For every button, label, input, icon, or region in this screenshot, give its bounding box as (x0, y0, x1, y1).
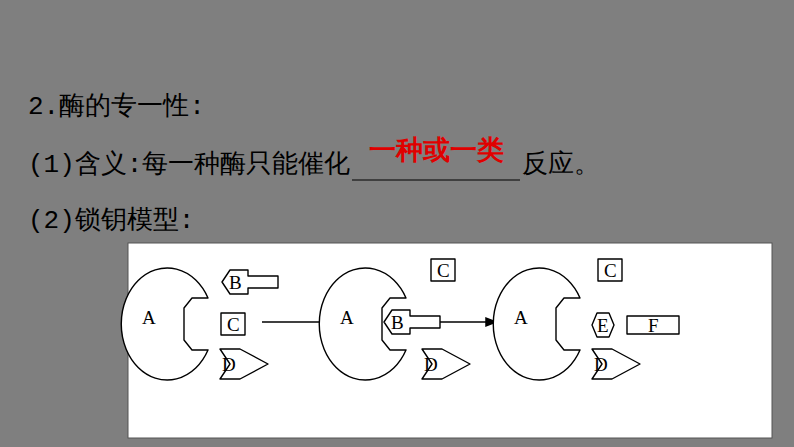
molecule-shape: D (420, 347, 472, 381)
shape-letter: D (594, 355, 608, 374)
shape-letter: E (597, 316, 609, 335)
shape-letter: D (424, 355, 438, 374)
enzyme-shape: A (128, 268, 220, 380)
section-heading: 2.酶的专一性: (28, 92, 205, 123)
answer-text: 一种或一类 (369, 134, 504, 166)
figure-panel (128, 243, 772, 438)
molecule-square: C (597, 258, 623, 282)
substrate-shape: B (382, 308, 442, 336)
shape-letter: C (227, 315, 240, 334)
shape-letter: C (437, 261, 450, 280)
shape-letter: B (391, 313, 404, 332)
enzyme-shape: AB (326, 268, 418, 380)
enzyme-shape-outline (500, 268, 592, 380)
shape-letter: C (604, 261, 617, 280)
product-rectangle: F (626, 315, 680, 335)
molecule-shape: D (590, 347, 642, 381)
enzyme-shape: A (500, 268, 592, 380)
definition-text: 反应。 (522, 150, 600, 181)
fill-in-blank (352, 179, 520, 180)
substrate-shape: B (220, 268, 280, 296)
molecule-square: C (430, 258, 456, 282)
shape-letter: A (340, 308, 354, 327)
shape-letter: A (514, 308, 528, 327)
model-heading: (2)锁钥模型: (28, 206, 194, 237)
shape-letter: D (222, 355, 236, 374)
molecule-shape: D (218, 347, 270, 381)
shape-letter: F (648, 316, 659, 335)
enzyme-shape-outline (128, 268, 220, 380)
shape-letter: A (142, 308, 156, 327)
molecule-square: C (220, 312, 246, 336)
definition-text: (1)含义:每一种酶只能催化 (28, 150, 350, 181)
shape-letter: B (229, 273, 242, 292)
product-hexagon: E (591, 312, 615, 338)
